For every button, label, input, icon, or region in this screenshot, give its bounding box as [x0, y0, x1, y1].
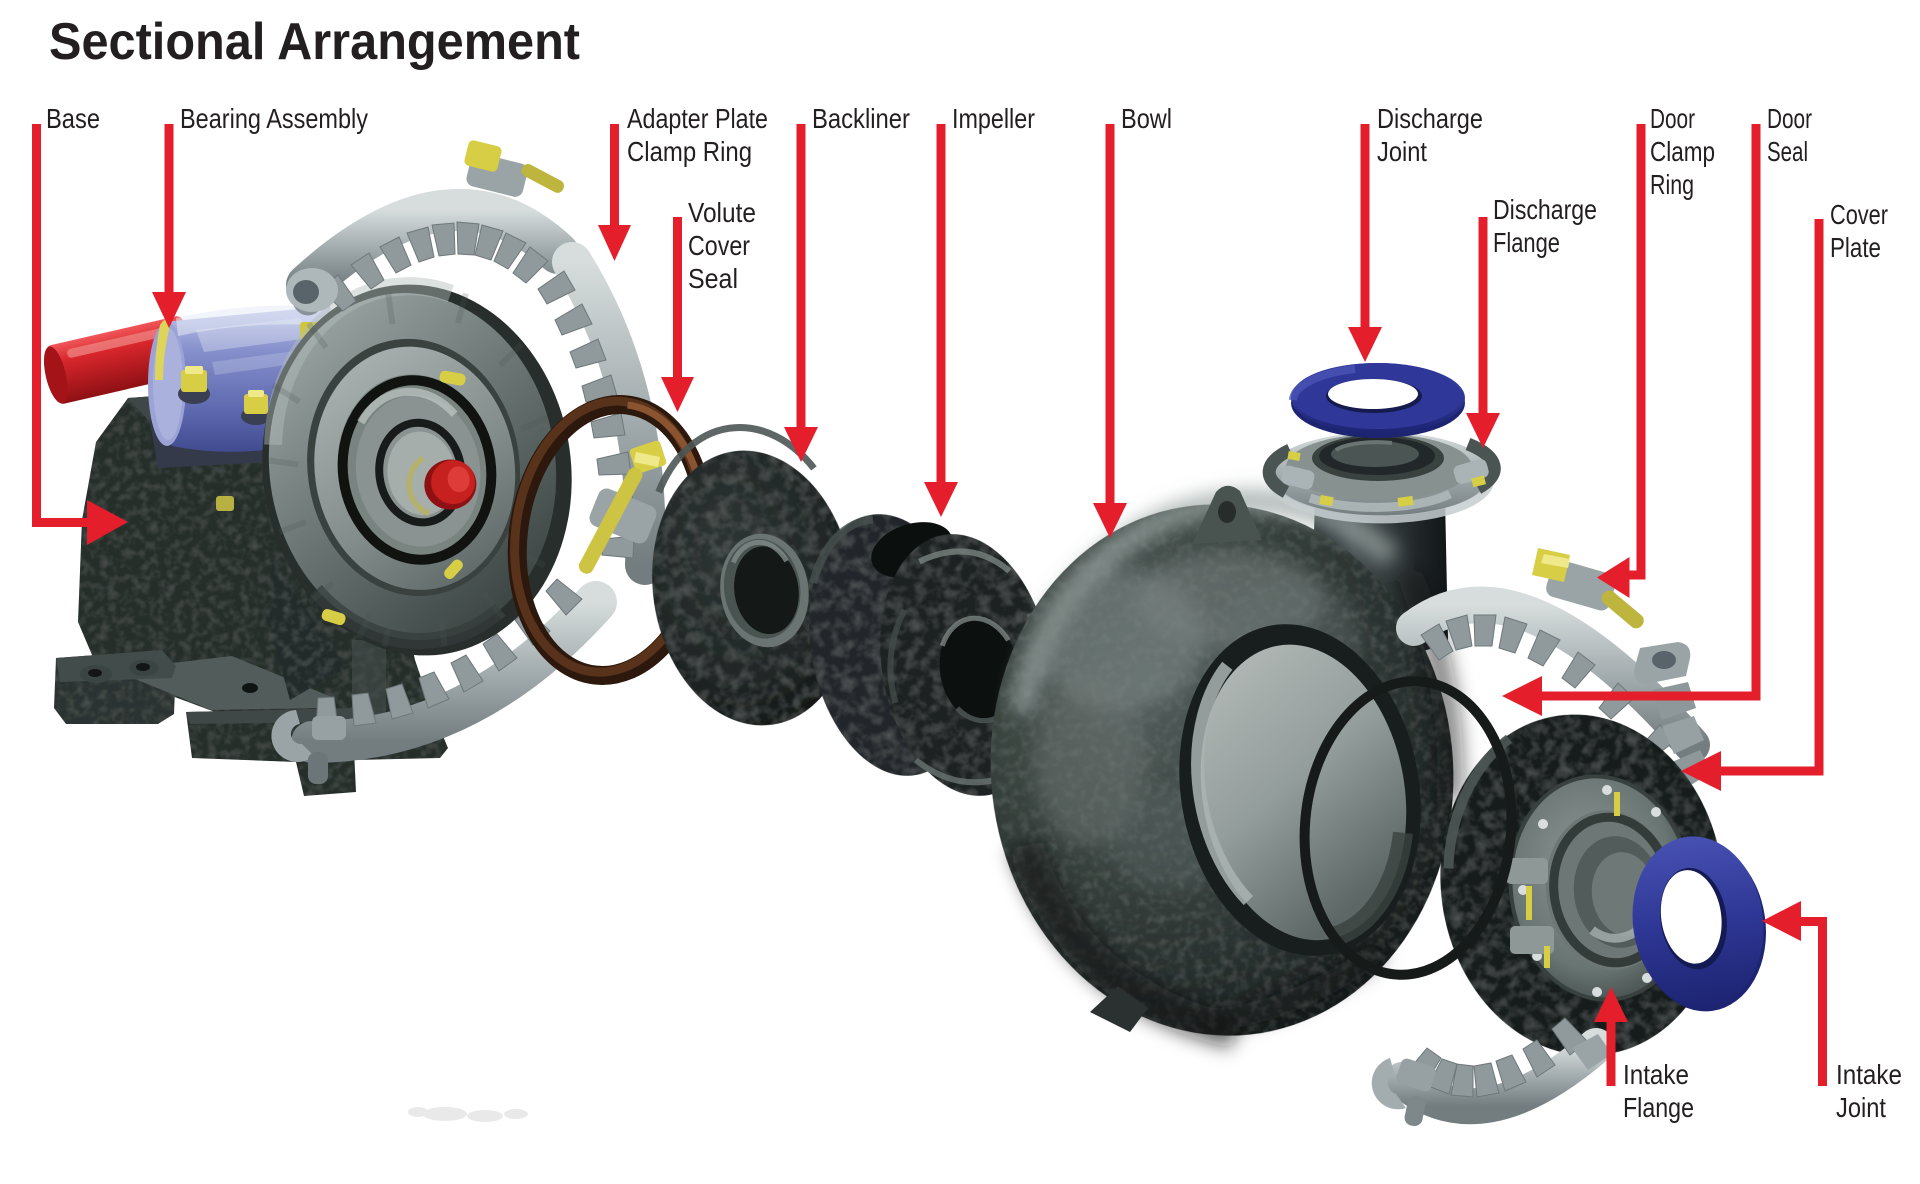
svg-text:Impeller: Impeller — [952, 103, 1035, 134]
svg-text:Seal: Seal — [1767, 136, 1808, 167]
svg-text:Joint: Joint — [1836, 1092, 1886, 1123]
svg-text:Adapter Plate: Adapter Plate — [627, 103, 768, 134]
svg-text:Discharge: Discharge — [1377, 103, 1483, 134]
svg-text:Intake: Intake — [1623, 1059, 1689, 1090]
svg-text:Clamp Ring: Clamp Ring — [627, 136, 752, 167]
svg-text:Volute: Volute — [688, 197, 756, 228]
svg-text:Plate: Plate — [1830, 232, 1881, 263]
svg-text:Door: Door — [1767, 103, 1812, 134]
svg-text:Flange: Flange — [1493, 227, 1560, 258]
svg-text:Cover: Cover — [688, 230, 750, 261]
svg-text:Bearing Assembly: Bearing Assembly — [180, 103, 368, 134]
svg-text:Sectional Arrangement: Sectional Arrangement — [49, 13, 580, 71]
svg-text:Ring: Ring — [1650, 169, 1694, 200]
svg-text:Base: Base — [46, 103, 100, 134]
svg-text:Seal: Seal — [688, 263, 738, 294]
svg-text:Cover: Cover — [1830, 199, 1888, 230]
svg-text:Bowl: Bowl — [1121, 103, 1172, 134]
svg-text:Clamp: Clamp — [1650, 136, 1715, 167]
svg-text:Flange: Flange — [1623, 1092, 1694, 1123]
svg-text:Intake: Intake — [1836, 1059, 1902, 1090]
svg-text:Door: Door — [1650, 103, 1695, 134]
svg-text:Backliner: Backliner — [812, 103, 910, 134]
svg-text:Discharge: Discharge — [1493, 194, 1597, 225]
svg-text:Joint: Joint — [1377, 136, 1427, 167]
